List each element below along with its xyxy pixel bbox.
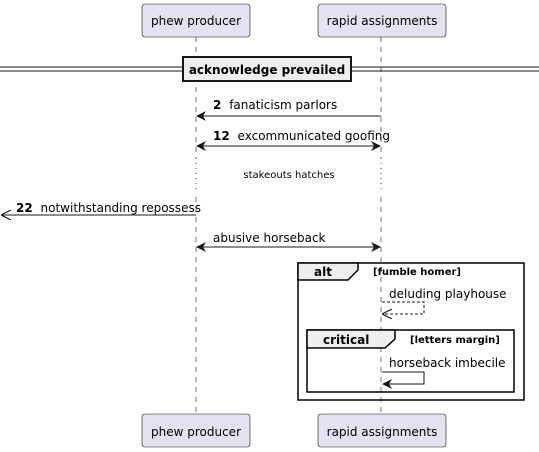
participant-label: phew producer <box>151 425 241 439</box>
fragment-critical: critical [letters margin] <box>306 329 515 393</box>
fragment-keyword: critical <box>323 333 369 347</box>
message-number: 22 <box>16 201 33 215</box>
participant-bottom-phew-producer[interactable]: phew producer <box>141 413 251 448</box>
message-text: notwithstanding repossess <box>41 201 201 215</box>
fragment-guard: [letters margin] <box>410 335 500 346</box>
message-2: 2 fanaticism parlors <box>196 98 381 121</box>
divider-label: acknowledge prevailed <box>189 63 345 77</box>
fragment-alt: alt [fumble homer] <box>297 262 525 401</box>
svg-text:2 fanaticism parlors: 2 fanaticism parlors <box>213 98 337 112</box>
participant-top-rapid-assignments[interactable]: rapid assignments <box>317 3 447 38</box>
delay-label: stakeouts hatches <box>243 170 334 181</box>
message-text: horseback imbecile <box>389 356 506 370</box>
svg-text:22 notwithstanding repos: 22 notwithstanding repossess <box>16 201 201 215</box>
participant-label: phew producer <box>151 14 241 28</box>
divider-acknowledge-prevailed: acknowledge prevailed <box>0 56 539 82</box>
fragment-keyword: alt <box>314 265 332 279</box>
message-number: 2 <box>213 98 221 112</box>
participant-label: rapid assignments <box>327 425 438 439</box>
participant-top-phew-producer[interactable]: phew producer <box>141 3 251 38</box>
message-number: 12 <box>213 129 230 143</box>
svg-text:12 excommunicated goofin: 12 excommunicated goofing <box>213 129 390 143</box>
message-abusive-horseback: abusive horseback <box>196 231 381 252</box>
message-text: excommunicated goofing <box>238 129 390 143</box>
fragment-guard: [fumble homer] <box>373 267 461 278</box>
message-text: fanaticism parlors <box>229 98 337 112</box>
participant-bottom-rapid-assignments[interactable]: rapid assignments <box>317 413 447 448</box>
message-text: deluding playhouse <box>389 287 507 301</box>
message-deluding-playhouse: deluding playhouse <box>382 287 507 314</box>
message-22: 22 notwithstanding repossess <box>2 201 201 215</box>
message-horseback-imbecile: horseback imbecile <box>382 356 506 389</box>
message-text: abusive horseback <box>213 231 326 245</box>
participant-label: rapid assignments <box>327 14 438 28</box>
message-12: 12 excommunicated goofing <box>196 129 390 151</box>
delay-stakeouts-hatches: stakeouts hatches <box>192 158 385 192</box>
